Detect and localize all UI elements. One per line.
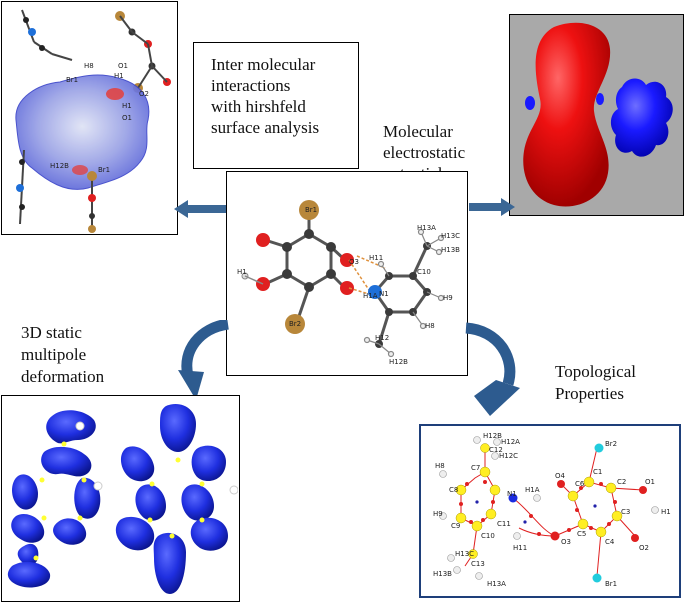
topo-label-c13: C13 [471, 560, 485, 568]
center-label-h9: H9 [443, 294, 453, 302]
topo-label-c11: C11 [497, 520, 511, 528]
topo-label-h13c: H13C [455, 550, 474, 558]
esp-panel [509, 14, 684, 216]
topo-label-h12a: H12A [501, 438, 520, 446]
topology-figure: H12B H12A C12 H12C Br2 H8 C7 C8 N1 H1A H… [433, 432, 671, 588]
hs-label-o1: O1 [118, 62, 128, 70]
topo-label-o4: O4 [555, 472, 566, 480]
center-label-n1: N1 [379, 290, 389, 298]
deformation-panel [1, 395, 240, 602]
hirshfeld-panel: H8 O1 H1 Br1 O2 H1 O1 H12B Br1 [1, 1, 178, 235]
hs-label-o2: O2 [139, 90, 149, 98]
center-label-br2: Br2 [289, 320, 301, 328]
topological-line-2: Properties [555, 384, 624, 403]
arrow-left [174, 200, 230, 218]
multipole-line-2: multipole [21, 345, 87, 364]
center-label-o3: O3 [349, 258, 359, 266]
topo-label-h9: H9 [433, 510, 443, 518]
hs-label-h1b: H1 [122, 102, 132, 110]
center-label-h13c: H13C [441, 232, 460, 240]
topo-label-h13a: H13A [487, 580, 506, 588]
topo-label-h1a: H1A [525, 486, 540, 494]
center-label-h1: H1 [237, 268, 247, 276]
center-label-c10: C10 [417, 268, 431, 276]
topo-label-c6: C6 [575, 480, 585, 488]
topo-label-c2: C2 [617, 478, 626, 486]
esp-figure [523, 22, 673, 207]
topo-label-c7: C7 [471, 464, 480, 472]
hs-label-br1: Br1 [66, 76, 78, 84]
topo-label-o2: O2 [639, 544, 649, 552]
deformation-figure [7, 404, 239, 594]
center-label-h12b: H12B [389, 358, 408, 366]
multipole-line-3: deformation [21, 367, 105, 386]
topo-label-c10: C10 [481, 532, 495, 540]
molecule-structure: Br1 O3 H11 C10 H13A H13C H13B H9 H1 H1A … [237, 200, 460, 366]
hirshfeld-line-3: with hirshfeld [211, 97, 306, 116]
hirshfeld-line-4: surface analysis [211, 118, 320, 137]
topo-label-c1: C1 [593, 468, 602, 476]
curved-arrow-right [465, 322, 520, 416]
topo-label-h13b: H13B [433, 570, 452, 578]
topo-label-c3: C3 [621, 508, 630, 516]
center-label-h13a: H13A [417, 224, 436, 232]
hirshfeld-surface-figure: H8 O1 H1 Br1 O2 H1 O1 H12B Br1 [15, 9, 171, 233]
topo-label-c4: C4 [605, 538, 615, 546]
topo-label-c8: C8 [449, 486, 458, 494]
center-label-h12: H12 [375, 334, 389, 342]
topo-label-c9: C9 [451, 522, 460, 530]
topo-label-h8: H8 [435, 462, 445, 470]
center-label-h8: H8 [425, 322, 435, 330]
hs-label-br1b: Br1 [98, 166, 110, 174]
hirshfeld-line-2: interactions [211, 76, 291, 95]
center-label-br1: Br1 [305, 206, 317, 214]
topo-label-br2: Br2 [605, 440, 617, 448]
topological-panel: H12B H12A C12 H12C Br2 H8 C7 C8 N1 H1A H… [419, 424, 681, 598]
topo-label-o3: O3 [561, 538, 571, 546]
topological-line-1: Topological [555, 362, 636, 381]
hs-label-h8: H8 [84, 62, 94, 70]
electrostatic-line-2: electrostatic [383, 143, 466, 162]
topo-label-c5: C5 [577, 530, 586, 538]
curved-arrow-left [178, 320, 230, 400]
multipole-line-1: 3D static [21, 323, 82, 342]
center-label-h13b: H13B [441, 246, 460, 254]
topo-label-h12c: H12C [499, 452, 518, 460]
topo-label-c12: C12 [489, 446, 503, 454]
topo-label-br1: Br1 [605, 580, 617, 588]
topo-label-h12b: H12B [483, 432, 502, 440]
topo-label-h1: H1 [661, 508, 671, 516]
hs-label-h12b: H12B [50, 162, 69, 170]
central-structure-panel: Br1 O3 H11 C10 H13A H13C H13B H9 H1 H1A … [226, 171, 468, 376]
hirshfeld-line-1: Inter molecular [211, 55, 316, 74]
topo-label-o1: O1 [645, 478, 655, 486]
topo-label-h11: H11 [513, 544, 527, 552]
hirshfeld-label-box: Inter molecular interactions with hirshf… [193, 42, 359, 169]
center-label-h1a: H1A [363, 292, 378, 300]
arrow-right [469, 198, 515, 216]
electrostatic-line-1: Molecular [383, 122, 453, 141]
topo-label-n1: N1 [507, 490, 517, 498]
center-label-h11: H11 [369, 254, 383, 262]
hs-label-o1b: O1 [122, 114, 132, 122]
hs-label-h1: H1 [114, 72, 124, 80]
